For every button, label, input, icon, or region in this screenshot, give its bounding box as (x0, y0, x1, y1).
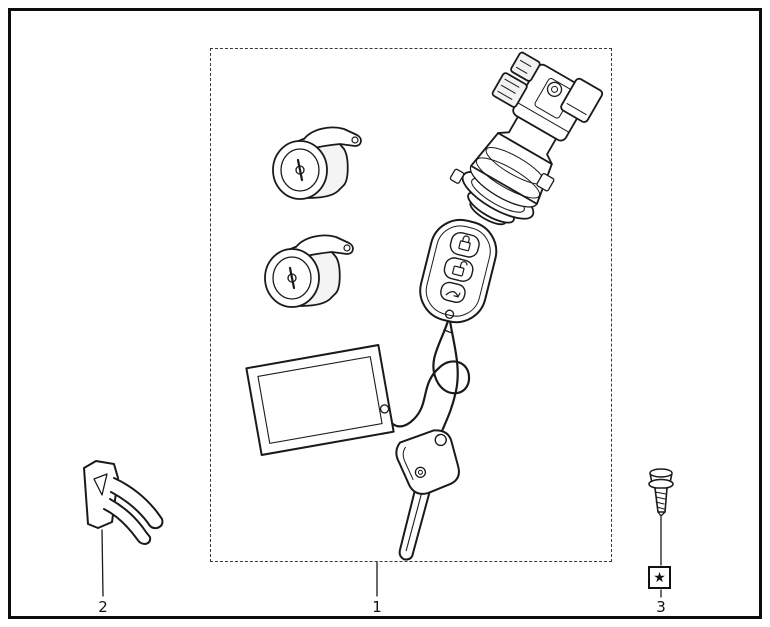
bolt-screw (648, 468, 674, 517)
outer-frame (8, 8, 762, 619)
lock-cylinder-lower (263, 234, 355, 309)
callout-label-2: 2 (98, 598, 108, 616)
security-tag (245, 344, 395, 456)
leader-line-2 (101, 529, 104, 597)
lanyard-cord (383, 319, 471, 444)
lock-cylinder-upper (271, 126, 363, 201)
parts-kit-boundary (210, 48, 612, 562)
callout-label-1: 1 (372, 598, 382, 616)
trunk-button-icon (440, 281, 466, 304)
ignition-switch-assembly (449, 51, 604, 226)
star-marker-box: ★ (648, 566, 671, 589)
star-icon: ★ (653, 569, 666, 586)
mounting-bracket (83, 460, 164, 545)
callout-label-3: 3 (656, 598, 666, 616)
lock-button-icon (449, 231, 480, 258)
transponder-key (395, 429, 460, 561)
unlock-button-icon (443, 257, 474, 282)
remote-key-fob (419, 218, 498, 324)
